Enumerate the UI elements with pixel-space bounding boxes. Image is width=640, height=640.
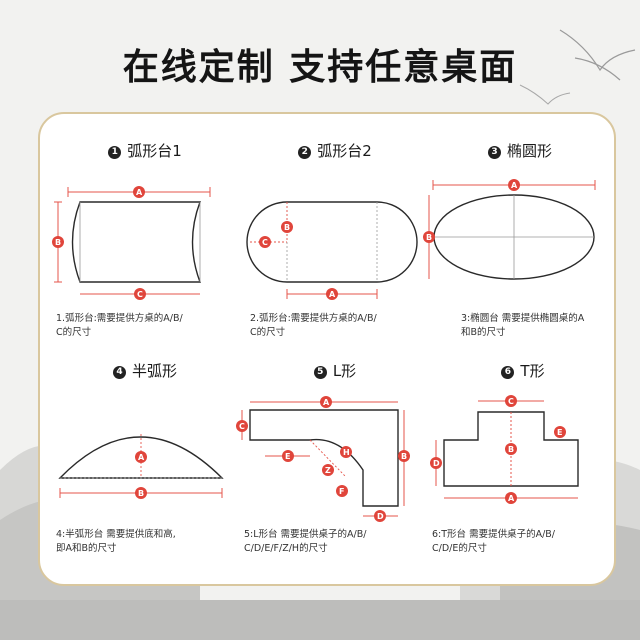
cell-description: 4:半弧形台 需要提供底和高, 即A和B的尺寸	[56, 529, 176, 554]
number-badge: 3	[487, 146, 501, 159]
cell-half-arc-table: 4 半弧形 A B 4:半弧形台 需要提供底和高, 即A和B的尺寸	[50, 356, 240, 586]
cell-title: T形	[520, 362, 545, 380]
svg-text:B: B	[55, 238, 61, 247]
svg-text:B: B	[426, 233, 432, 242]
svg-text:F: F	[339, 487, 344, 496]
cell-title: 弧形台1	[127, 142, 182, 160]
cell-description: 1.弧形台:需要提供方桌的A/B/ C的尺寸	[56, 313, 183, 338]
crane-icon	[559, 29, 636, 81]
svg-text:C: C	[239, 422, 245, 431]
cell-title: L形	[332, 362, 357, 380]
page-title: 在线定制 支持任意桌面	[122, 47, 518, 88]
label-b: B	[52, 236, 64, 248]
label-d: D	[430, 457, 442, 469]
l-shape-table-diagram: A B C D E F Z H	[236, 396, 410, 522]
svg-text:B: B	[401, 452, 407, 461]
svg-text:B: B	[138, 489, 144, 498]
cell-t-shape-table: 6 T形 C E B D A 6:T形台 需要提供桌子的A/B/ C/D/E的尺寸	[428, 356, 618, 586]
svg-text:A: A	[329, 290, 336, 299]
arc-table-1-diagram: A B C	[52, 186, 211, 300]
half-arc-table-diagram: A B	[58, 434, 224, 499]
cell-title: 半弧形	[131, 362, 177, 380]
label-d: D	[374, 510, 386, 522]
number-badge: 4	[112, 366, 126, 379]
svg-text:A: A	[508, 494, 515, 503]
label-c: C	[134, 288, 146, 300]
svg-text:Z: Z	[325, 466, 331, 475]
cell-oval-table: 3 椭圆形 A B 3:椭圆台 需要提供椭圆桌的A 和B的尺寸	[423, 132, 615, 362]
cell-title: 椭圆形	[506, 142, 552, 160]
t-shape-table-diagram: C E B D A	[430, 395, 579, 504]
label-a: A	[135, 451, 147, 463]
number-badge: 5	[313, 366, 327, 379]
label-c: C	[236, 420, 248, 432]
label-a: A	[505, 492, 517, 504]
svg-text:E: E	[285, 452, 290, 461]
label-z: Z	[322, 464, 334, 476]
cell-description: 5:L形台 需要提供桌子的A/B/ C/D/E/F/Z/H的尺寸	[244, 529, 367, 554]
label-b: B	[505, 443, 517, 455]
label-c: C	[259, 236, 271, 248]
cell-arc-table-1: 1 弧形台1 A B C 1.弧形台:需要提供方桌的A/B/ C的尺寸	[50, 132, 240, 362]
crane-icon	[519, 84, 571, 105]
label-f: F	[336, 485, 348, 497]
label-a: A	[133, 186, 145, 198]
label-c: C	[505, 395, 517, 407]
svg-text:C: C	[262, 238, 268, 247]
number-badge: 2	[298, 146, 312, 159]
cell-title: 弧形台2	[317, 142, 372, 160]
cell-description: 2.弧形台:需要提供方桌的A/B/ C的尺寸	[250, 313, 377, 338]
svg-text:D: D	[377, 512, 384, 521]
label-a: A	[326, 288, 338, 300]
svg-text:H: H	[343, 448, 350, 457]
svg-text:B: B	[284, 223, 290, 232]
svg-text:C: C	[508, 397, 514, 406]
label-b: B	[423, 231, 435, 243]
number-badge: 1	[108, 146, 122, 159]
label-e: E	[554, 426, 566, 438]
svg-text:A: A	[136, 188, 143, 197]
arc-table-2-diagram: B C A	[246, 201, 418, 300]
svg-text:D: D	[433, 459, 440, 468]
label-e: E	[282, 450, 294, 462]
svg-text:A: A	[138, 453, 145, 462]
svg-text:E: E	[557, 428, 562, 437]
label-b: B	[281, 221, 293, 233]
svg-text:A: A	[511, 181, 518, 190]
label-h: H	[340, 446, 352, 458]
svg-text:B: B	[508, 445, 514, 454]
oval-table-diagram: A B	[423, 179, 596, 280]
cell-arc-table-2: 2 弧形台2 B C A 2.弧形台:需要提供方桌的A/B/ C的尺寸	[240, 132, 430, 362]
label-a: A	[508, 179, 520, 191]
cell-description: 3:椭圆台 需要提供椭圆桌的A 和B的尺寸	[461, 313, 585, 338]
svg-text:A: A	[323, 398, 330, 407]
label-a: A	[320, 396, 332, 408]
cell-l-shape-table: 5 L形 A B C D E F Z H 5:L形台 需要提供桌子的A/B/ C/…	[236, 356, 430, 586]
shape-panel: 1 弧形台1 A B C 1.弧形台:需要提供方桌的A/B/ C的尺寸 2 弧形台2	[38, 112, 616, 586]
label-b: B	[135, 487, 147, 499]
cell-description: 6:T形台 需要提供桌子的A/B/ C/D/E的尺寸	[432, 529, 555, 554]
svg-text:C: C	[137, 290, 143, 299]
number-badge: 6	[501, 366, 515, 379]
label-b: B	[398, 450, 410, 462]
